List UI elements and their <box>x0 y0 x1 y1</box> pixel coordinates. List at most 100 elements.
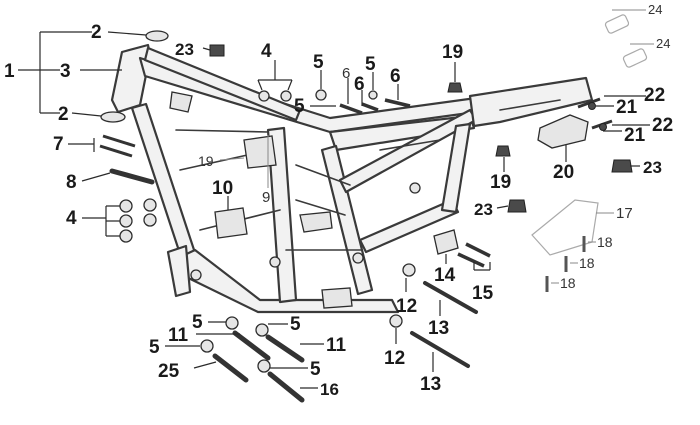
label-21-bottom: 21 <box>624 125 646 146</box>
leader-2b <box>71 112 102 117</box>
plate-10 <box>214 207 248 239</box>
label-23-top: 23 <box>175 40 194 59</box>
label-12-a: 12 <box>396 296 417 317</box>
label-13-a: 13 <box>428 318 449 339</box>
label-5-top-a: 5 <box>313 52 324 73</box>
pin-7a <box>102 134 136 148</box>
label-6-gray: 6 <box>342 65 350 82</box>
bracket-20 <box>537 114 589 149</box>
lower-rear-tube <box>358 198 460 254</box>
bracket-14 <box>433 229 459 255</box>
label-16: 16 <box>320 380 339 399</box>
label-18-b: 18 <box>579 255 595 271</box>
washer-5-lower-a <box>225 316 239 330</box>
pin-7b <box>99 144 133 158</box>
leader-lines <box>18 9 654 389</box>
nut-4e <box>119 229 133 243</box>
label-5-lower-c: 5 <box>149 337 160 358</box>
label-5-lower-d: 5 <box>310 359 321 380</box>
rear-vertical-strut <box>440 122 472 214</box>
label-5-lower-a: 5 <box>192 312 203 333</box>
label-10: 10 <box>212 178 233 199</box>
label-19-right: 19 <box>490 172 511 193</box>
label-7: 7 <box>53 134 64 155</box>
label-22-bottom: 22 <box>652 115 673 136</box>
label-24-top: 24 <box>648 2 662 17</box>
label-19-top: 19 <box>442 42 463 63</box>
nut-12b <box>389 314 403 328</box>
bolt-22a <box>577 97 601 109</box>
leader-2a <box>107 31 147 36</box>
cross-tube-8 <box>499 99 561 111</box>
label-5-lower-b: 5 <box>290 314 301 335</box>
nut-4b <box>143 198 157 212</box>
long-bolt-13a <box>423 281 478 314</box>
leader-19-left <box>219 157 245 161</box>
bearing-cup-top <box>145 30 169 42</box>
label-25: 25 <box>158 361 180 382</box>
washer-5-top-a <box>315 89 327 101</box>
mount-hole-3 <box>190 269 202 281</box>
nut-12a <box>402 263 416 277</box>
steering-head-tube <box>110 43 152 114</box>
nut-19-top <box>447 82 463 93</box>
label-20: 20 <box>553 162 574 183</box>
cross-tube-4 <box>175 129 269 133</box>
nut-4g <box>280 90 292 102</box>
bushing-24b <box>622 48 648 68</box>
bolt-11a <box>232 330 271 361</box>
bolt-25 <box>212 353 249 383</box>
label-6-right: 6 <box>390 66 401 87</box>
nut-23-mid <box>507 199 527 213</box>
central-vertical-tube <box>266 126 298 304</box>
leader-4-top <box>257 60 293 91</box>
label-11-right: 11 <box>326 335 347 356</box>
nut-21b <box>599 123 607 131</box>
bearing-cup-bottom <box>100 111 126 123</box>
label-19-left: 19 <box>198 153 214 169</box>
label-14: 14 <box>434 265 456 286</box>
main-frame <box>110 43 594 314</box>
label-12-b: 12 <box>384 348 405 369</box>
label-4-left: 4 <box>66 208 77 229</box>
washer-5-lower-b <box>255 323 269 337</box>
washer-5-lower-d <box>257 359 271 373</box>
label-23-right: 23 <box>643 158 662 177</box>
leader-23-top <box>202 47 211 51</box>
nut-4d <box>143 213 157 227</box>
bushing-24a <box>604 14 630 34</box>
label-22-top: 22 <box>644 85 665 106</box>
cross-tube-1 <box>295 164 351 186</box>
parts <box>99 14 648 403</box>
mount-hole-1 <box>269 256 281 268</box>
label-18-c: 18 <box>560 275 576 291</box>
nut-4c <box>119 214 133 228</box>
label-17: 17 <box>616 205 633 222</box>
label-15: 15 <box>472 283 494 304</box>
leader-8 <box>81 172 111 182</box>
front-lower-loop <box>166 244 192 298</box>
mount-hole-2 <box>352 252 364 264</box>
label-18-a: 18 <box>597 234 613 250</box>
bolt-11b <box>265 334 305 363</box>
bolt-16 <box>267 371 305 403</box>
head-gusset <box>169 91 193 113</box>
cover-17 <box>531 199 599 256</box>
label-5-top-b: 5 <box>365 54 376 75</box>
label-1: 1 <box>4 61 15 82</box>
bolt-15a <box>465 242 491 258</box>
nut-23-right <box>611 159 633 173</box>
cross-tube-2 <box>295 199 346 216</box>
leader-4-left <box>82 205 120 237</box>
cross-tube-7 <box>379 139 441 151</box>
upper-backbone <box>143 46 302 122</box>
label-6-mid: 6 <box>354 74 365 95</box>
label-5-mid: 5 <box>294 96 305 117</box>
label-4-top: 4 <box>261 41 272 62</box>
tail-section <box>468 76 594 128</box>
label-3: 3 <box>60 61 71 82</box>
long-bolt-13b <box>410 331 470 368</box>
leader-25 <box>193 361 217 369</box>
bolt-6b <box>361 102 379 112</box>
label-2-top: 2 <box>91 22 102 43</box>
